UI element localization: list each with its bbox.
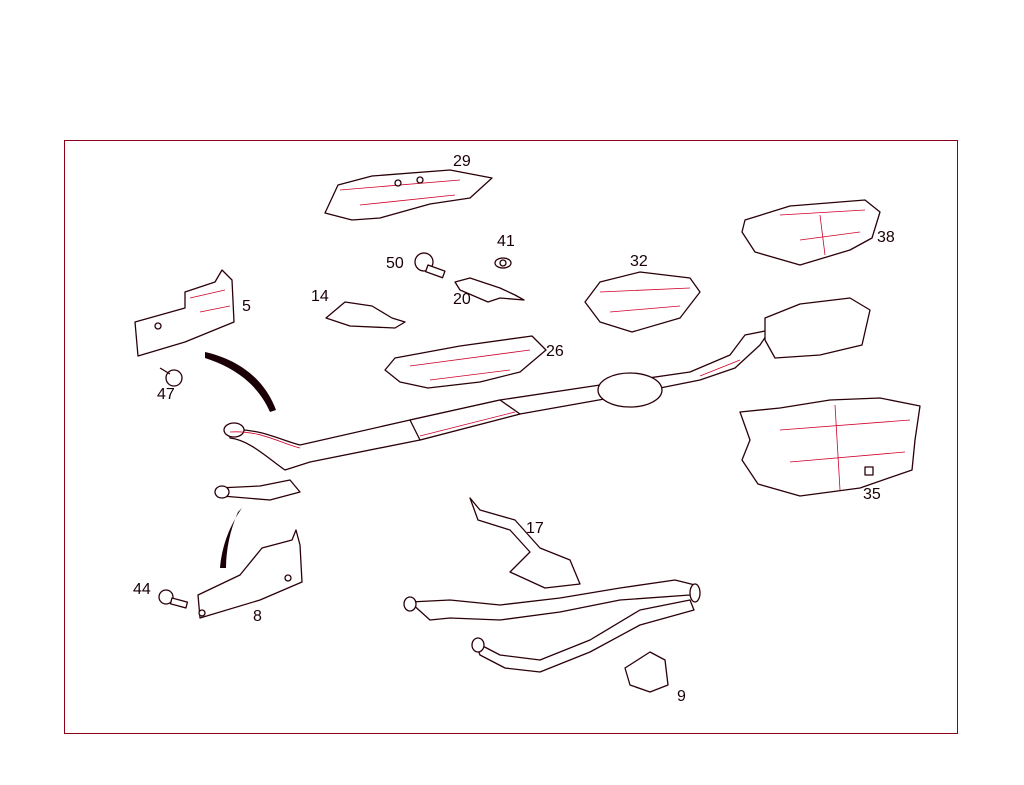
- callout-35: 35: [863, 486, 881, 503]
- callout-14: 14: [311, 288, 329, 305]
- part-38-heat-shield[interactable]: [741, 199, 881, 266]
- part-35-heat-shield[interactable]: [739, 397, 921, 497]
- part-41-grommet[interactable]: [494, 257, 512, 269]
- callout-41: 41: [497, 233, 515, 250]
- part-50-nut[interactable]: [414, 252, 446, 279]
- part-26-heat-shield[interactable]: [384, 335, 547, 389]
- callout-29: 29: [453, 153, 471, 170]
- part-29-heat-shield[interactable]: [324, 169, 493, 221]
- part-14-clamp[interactable]: [325, 301, 406, 329]
- part-32-heat-shield[interactable]: [584, 271, 701, 333]
- main-exhaust-pipe[interactable]: [214, 297, 871, 501]
- part-20-bracket[interactable]: [454, 277, 525, 303]
- part-17-heat-shield[interactable]: [469, 497, 581, 589]
- callout-9: 9: [677, 688, 686, 705]
- callout-26: 26: [546, 343, 564, 360]
- callout-20: 20: [453, 291, 471, 308]
- callout-5: 5: [242, 298, 251, 315]
- callout-32: 32: [630, 253, 648, 270]
- part-44-bolt[interactable]: [158, 589, 189, 609]
- callout-47: 47: [157, 386, 175, 403]
- diagram-frame: [64, 140, 958, 734]
- part-9-bracket[interactable]: [624, 651, 669, 693]
- arrow-icon: [220, 508, 242, 568]
- arrow-icon: [205, 352, 276, 412]
- part-47-bolt[interactable]: [159, 367, 183, 387]
- part-5-bracket[interactable]: [134, 269, 235, 357]
- callout-44: 44: [133, 581, 151, 598]
- callout-8: 8: [253, 608, 262, 625]
- part-8-bracket[interactable]: [197, 529, 303, 619]
- lower-exhaust-pipes[interactable]: [403, 579, 701, 673]
- callout-17: 17: [526, 520, 544, 537]
- callout-38: 38: [877, 229, 895, 246]
- callout-50: 50: [386, 255, 404, 272]
